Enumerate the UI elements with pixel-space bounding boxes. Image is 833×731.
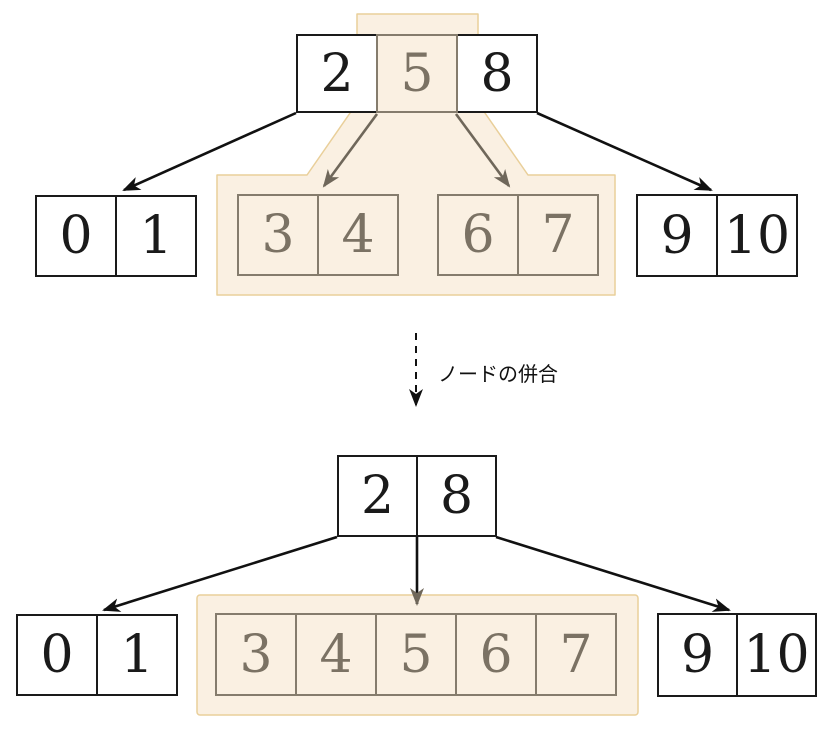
node-cell: 9 [657, 613, 738, 697]
node-cell: 0 [16, 614, 98, 696]
after-left-child-node: 0 1 [16, 614, 178, 696]
node-cell-highlighted: 4 [295, 613, 377, 696]
merge-transition-label: ノードの併合 [438, 362, 558, 386]
arrow-after-root-to-right-child [495, 535, 731, 612]
node-cell: 1 [96, 614, 178, 696]
arrow-before-key5-to-middle-left-child [322, 113, 379, 188]
node-cell-highlighted: 3 [215, 613, 297, 696]
before-right-child-node: 9 10 [636, 194, 798, 277]
before-root-node: 2 5 8 [296, 34, 538, 113]
arrow-before-key5-to-middle-right-child [454, 113, 511, 188]
node-cell-highlighted: 3 [237, 194, 319, 276]
node-cell: 8 [416, 455, 497, 537]
before-middle-left-child-node: 3 4 [237, 194, 399, 276]
node-cell: 0 [35, 195, 117, 277]
node-cell: 8 [456, 34, 538, 113]
node-cell-highlighted: 7 [517, 194, 599, 276]
node-cell-highlighted: 4 [317, 194, 399, 276]
arrow-before-root-to-left-child [122, 111, 297, 192]
node-cell-highlighted: 5 [375, 613, 457, 696]
node-cell-highlighted: 7 [535, 613, 617, 696]
node-cell: 2 [296, 34, 378, 113]
arrow-after-root-to-left-child [102, 535, 338, 612]
node-cell: 1 [115, 195, 197, 277]
node-cell-highlighted: 6 [437, 194, 519, 276]
before-left-child-node: 0 1 [35, 195, 197, 277]
node-cell: 10 [716, 194, 798, 277]
arrow-before-root-to-right-child [536, 111, 713, 192]
after-merged-child-node: 3 4 5 6 7 [215, 613, 617, 696]
node-cell: 2 [337, 455, 418, 537]
node-cell: 9 [636, 194, 718, 277]
before-middle-right-child-node: 6 7 [437, 194, 599, 276]
node-cell-highlighted: 6 [455, 613, 537, 696]
after-right-child-node: 9 10 [657, 613, 817, 697]
node-cell-highlighted: 5 [376, 34, 458, 113]
after-root-node: 2 8 [337, 455, 497, 537]
node-cell: 10 [736, 613, 817, 697]
